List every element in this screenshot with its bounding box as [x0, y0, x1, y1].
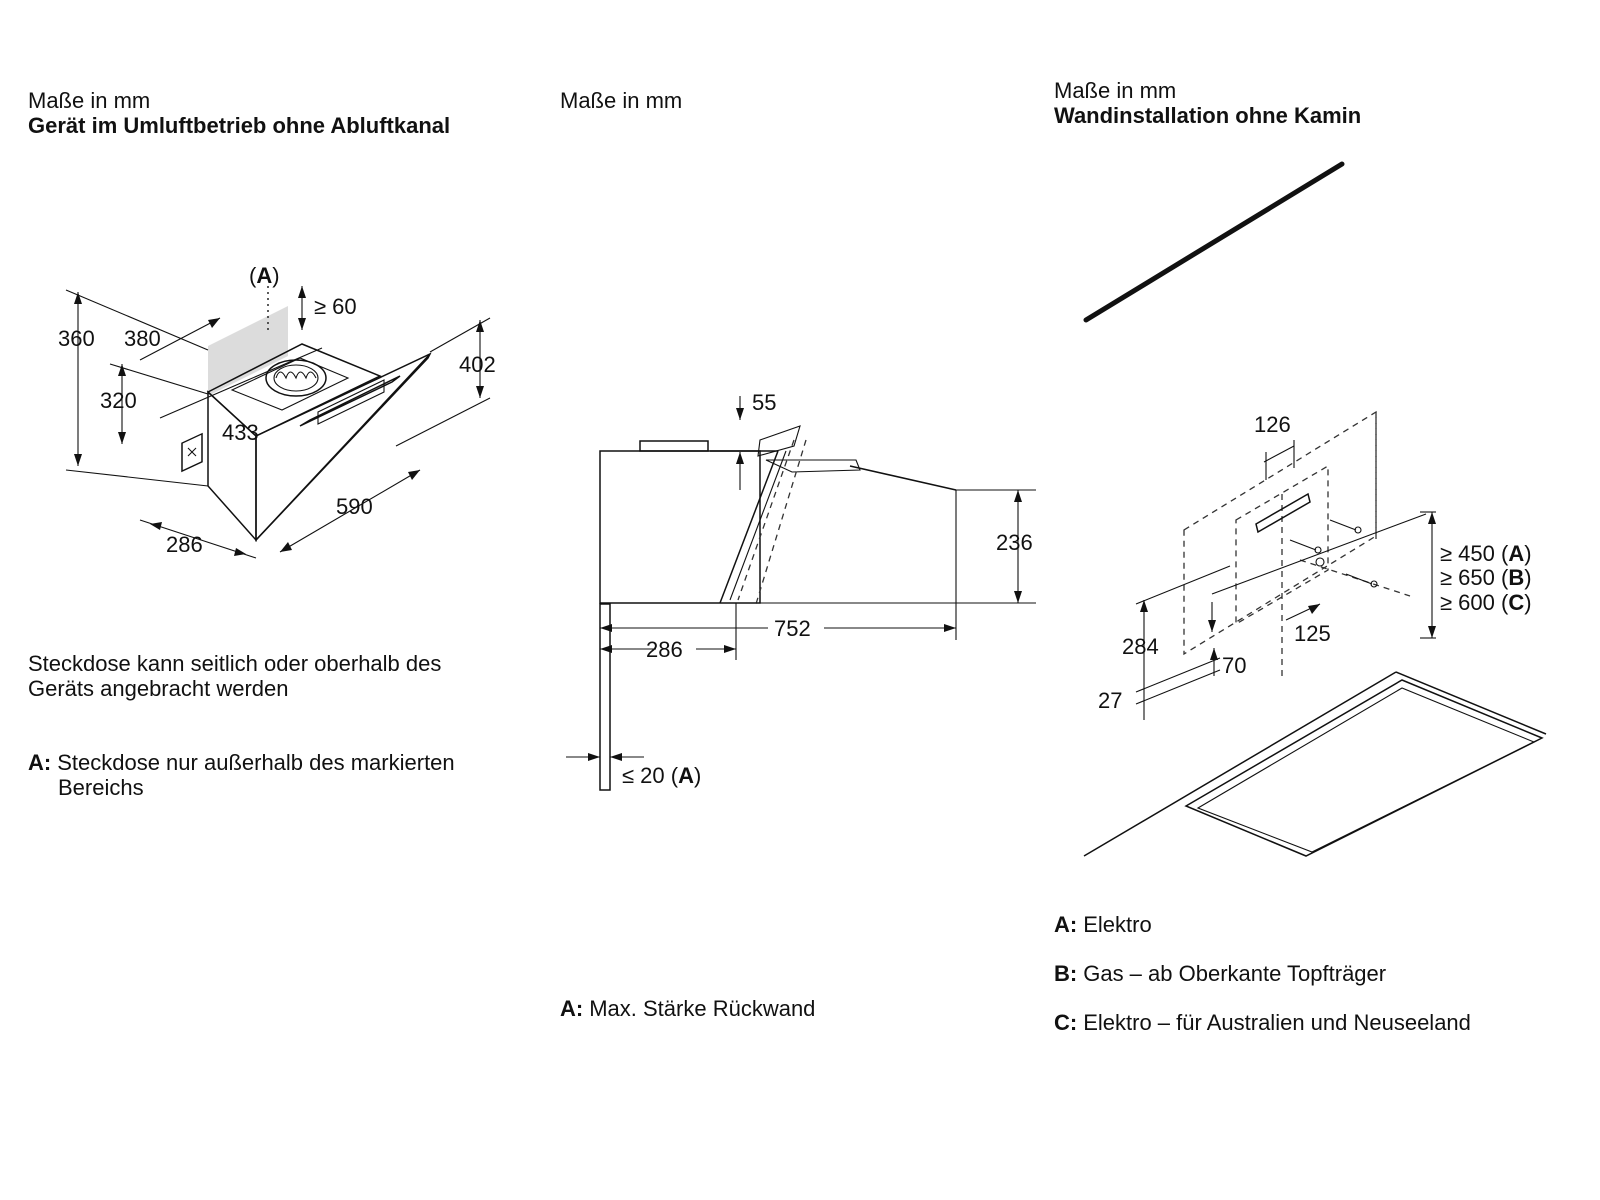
dim-236: 236	[996, 530, 1033, 555]
panel-recirculation: Maße in mm Gerät im Umluftbetrieb ohne A…	[0, 0, 560, 1200]
panel-title: Gerät im Umluftbetrieb ohne Abluftkanal	[28, 113, 451, 138]
dim-286: 286	[646, 637, 683, 662]
mount-area-inner	[1235, 464, 1329, 626]
ext-line	[109, 363, 209, 395]
hood-glass	[255, 352, 432, 542]
dim-126-line	[1263, 445, 1295, 463]
back-wall	[599, 603, 611, 791]
open-glass	[849, 465, 957, 491]
dim-600: ≥ 600 (C)	[1440, 590, 1532, 615]
dim-752: 752	[774, 616, 811, 641]
bracket	[757, 425, 801, 457]
hood-top	[206, 343, 382, 437]
dim-450: ≥ 450 (A)	[1440, 541, 1532, 566]
legend-c: C:Elektro – für Australien und Neuseelan…	[1054, 1010, 1471, 1036]
socket-icon	[181, 432, 203, 473]
legend-text: Elektro – für Australien und Neuseeland	[1083, 1010, 1471, 1035]
dim-126: 126	[1254, 412, 1291, 437]
dim-402: 402	[459, 352, 496, 377]
dim-380: 380	[124, 326, 161, 351]
ext-line	[1211, 513, 1427, 595]
legend-key: B:	[1054, 961, 1078, 986]
legend-text: Elektro	[1083, 912, 1152, 937]
mount-area-outer	[1183, 410, 1377, 656]
legend-a-text-2: Bereichs	[58, 775, 144, 800]
screw-icon	[1289, 519, 1378, 588]
ext-line	[65, 289, 209, 351]
units-label: Maße in mm	[28, 88, 151, 113]
dim-380-line	[139, 317, 221, 361]
legend-text: Gas – ab Oberkante Topfträger	[1083, 961, 1387, 986]
legend-text: Max. Stärke Rückwand	[589, 996, 816, 1021]
dim-360: 360	[58, 326, 95, 351]
ext-line	[65, 469, 209, 487]
glass-inner	[729, 450, 787, 601]
socket-note-2: Geräts angebracht werden	[28, 676, 289, 701]
hood-top-cap	[639, 440, 709, 452]
label-a-paren: (A)	[249, 263, 280, 288]
dim-433-line	[159, 347, 323, 419]
ext-line	[395, 397, 491, 447]
ceiling-line	[1083, 161, 1345, 323]
legend-text: Steckdose nur außerhalb des markierten	[57, 750, 455, 775]
ext-line	[1135, 565, 1231, 605]
legend-a: A:Max. Stärke Rückwand	[560, 996, 815, 1022]
bracket-arm	[765, 459, 861, 473]
legend-b: B:Gas – ab Oberkante Topfträger	[1054, 961, 1386, 987]
dim-125: 125	[1294, 621, 1331, 646]
legend-key: C:	[1054, 1010, 1078, 1035]
dim-27: 27	[1098, 688, 1122, 713]
mounting-rail	[1255, 492, 1311, 534]
wall-installation-drawing: 126 ≥ 450 (A) ≥ 650 (B) ≥ 600 (C) 284 27…	[1083, 161, 1547, 857]
dim-320: 320	[100, 388, 137, 413]
dim-286: 286	[166, 532, 203, 557]
legend-key: A:	[560, 996, 584, 1021]
hood-intake	[299, 375, 401, 427]
glass-swing	[737, 439, 795, 601]
legend-a: A:Steckdose nur außerhalb des markierten	[28, 750, 455, 776]
hob-outline	[1083, 671, 1547, 857]
legend-a: A:Elektro	[1054, 912, 1152, 938]
dim-55: 55	[752, 390, 776, 415]
ext-line	[1135, 657, 1221, 693]
dim-70: 70	[1222, 653, 1246, 678]
dim-60: ≥ 60	[314, 294, 357, 319]
dim-284: 284	[1122, 634, 1159, 659]
dim-650: ≥ 650 (B)	[1440, 565, 1532, 590]
ext-line	[1135, 669, 1221, 705]
ext-line	[429, 317, 491, 353]
panel-side-view: Maße in mm 55 236 752	[560, 0, 1080, 1200]
fan-icon	[230, 357, 350, 411]
hood-slot	[317, 379, 385, 425]
dim-590-line	[279, 469, 421, 553]
dim-433: 433	[222, 420, 259, 445]
dim-590: 590	[336, 494, 373, 519]
socket-note: Steckdose kann seitlich oder oberhalb de…	[28, 651, 442, 676]
side-view-drawing: 55 236 752 286 ≤ 20 (A)	[566, 390, 1036, 791]
units-label: Maße in mm	[560, 88, 683, 113]
panel-wall-installation: Maße in mm Wandinstallation ohne Kamin	[1054, 0, 1600, 1200]
hood-body	[599, 450, 761, 604]
glass-edge	[255, 353, 431, 541]
legend-key: A:	[1054, 912, 1078, 937]
glass-front	[719, 450, 779, 604]
legend-key: A:	[28, 750, 52, 775]
panel-title: Wandinstallation ohne Kamin	[1054, 103, 1362, 128]
dim-20: ≤ 20 (A)	[622, 763, 701, 788]
units-label: Maße in mm	[1054, 78, 1177, 103]
hood-dimension-drawing: (A) 360 380 ≥ 6	[58, 263, 496, 559]
